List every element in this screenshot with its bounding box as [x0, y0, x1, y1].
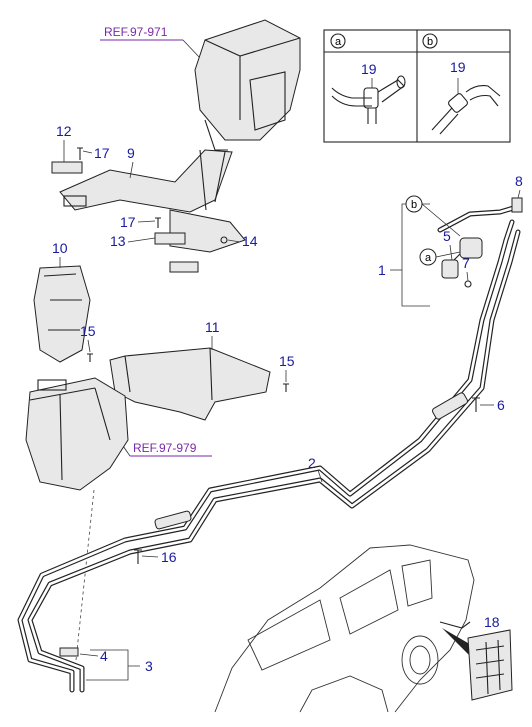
- pad-12: [51, 161, 83, 174]
- callout-2: 2: [308, 455, 316, 471]
- duct-10: [33, 265, 91, 363]
- hvac-unit-top: [194, 19, 301, 151]
- callout-12: 12: [56, 123, 72, 139]
- clamp-4: [59, 647, 79, 657]
- callout-9: 9: [127, 145, 135, 161]
- callout-4: 4: [100, 648, 108, 664]
- marker-a-label: a: [425, 252, 432, 264]
- hose-line-2: [17, 219, 521, 693]
- callout-17a: 17: [94, 145, 110, 161]
- callout-10: 10: [52, 240, 68, 256]
- callout-17b: 17: [120, 214, 136, 230]
- hose-joint-6: [432, 392, 468, 420]
- detail-b-hose-connector: [431, 78, 501, 135]
- detail-b-part-19: 19: [450, 59, 466, 75]
- cap-8: [511, 197, 523, 213]
- detail-a-label: a: [335, 36, 342, 48]
- vehicle-outline: [214, 544, 475, 713]
- callout-6: 6: [497, 397, 505, 413]
- detail-box: a b 19 19: [323, 29, 511, 143]
- pad-lower: [169, 261, 199, 273]
- screw-15b: [283, 383, 289, 392]
- callout-1: 1: [378, 262, 386, 278]
- duct-11: [109, 347, 271, 421]
- marker-b: b: [405, 195, 461, 237]
- ref-label-middle: REF.97-979: [133, 441, 197, 455]
- ref-label-top: REF.97-971: [104, 25, 168, 39]
- callout-13: 13: [110, 233, 126, 249]
- callout-3: 3: [145, 658, 153, 674]
- detail-b-label: b: [427, 36, 433, 48]
- callout-8: 8: [515, 173, 523, 189]
- hose-joint-mid: [154, 510, 192, 530]
- bolt-6: [472, 397, 480, 412]
- callout-14: 14: [242, 233, 258, 249]
- callout-18: 18: [484, 614, 500, 630]
- valve-5: [441, 259, 459, 279]
- bolt-16: [134, 549, 142, 564]
- hose-assembly-1: [437, 203, 523, 269]
- pad-13: [154, 232, 186, 245]
- callout-15a: 15: [80, 323, 96, 339]
- detail-a-hose-connector: [331, 75, 406, 124]
- callouts: 1 2 3 4 5 6 7 8 9 10 11 12 13 14 15 15 1: [52, 123, 523, 681]
- marker-b-label: b: [411, 199, 417, 211]
- callout-11: 11: [205, 319, 220, 335]
- hvac-unit-middle: [25, 377, 129, 491]
- callout-5: 5: [443, 228, 451, 244]
- duct-9: [59, 149, 246, 253]
- screw-15a: [87, 353, 93, 362]
- callout-15b: 15: [279, 353, 295, 369]
- callout-7: 7: [462, 255, 470, 271]
- screw-17a: [77, 147, 83, 160]
- panel-18: [467, 629, 513, 701]
- screw-7: [464, 280, 472, 288]
- screw-17b: [155, 217, 161, 228]
- callout-16: 16: [161, 549, 177, 565]
- clip-14: [220, 236, 228, 244]
- detail-a-part-19: 19: [361, 61, 377, 77]
- marker-a: a: [419, 248, 461, 266]
